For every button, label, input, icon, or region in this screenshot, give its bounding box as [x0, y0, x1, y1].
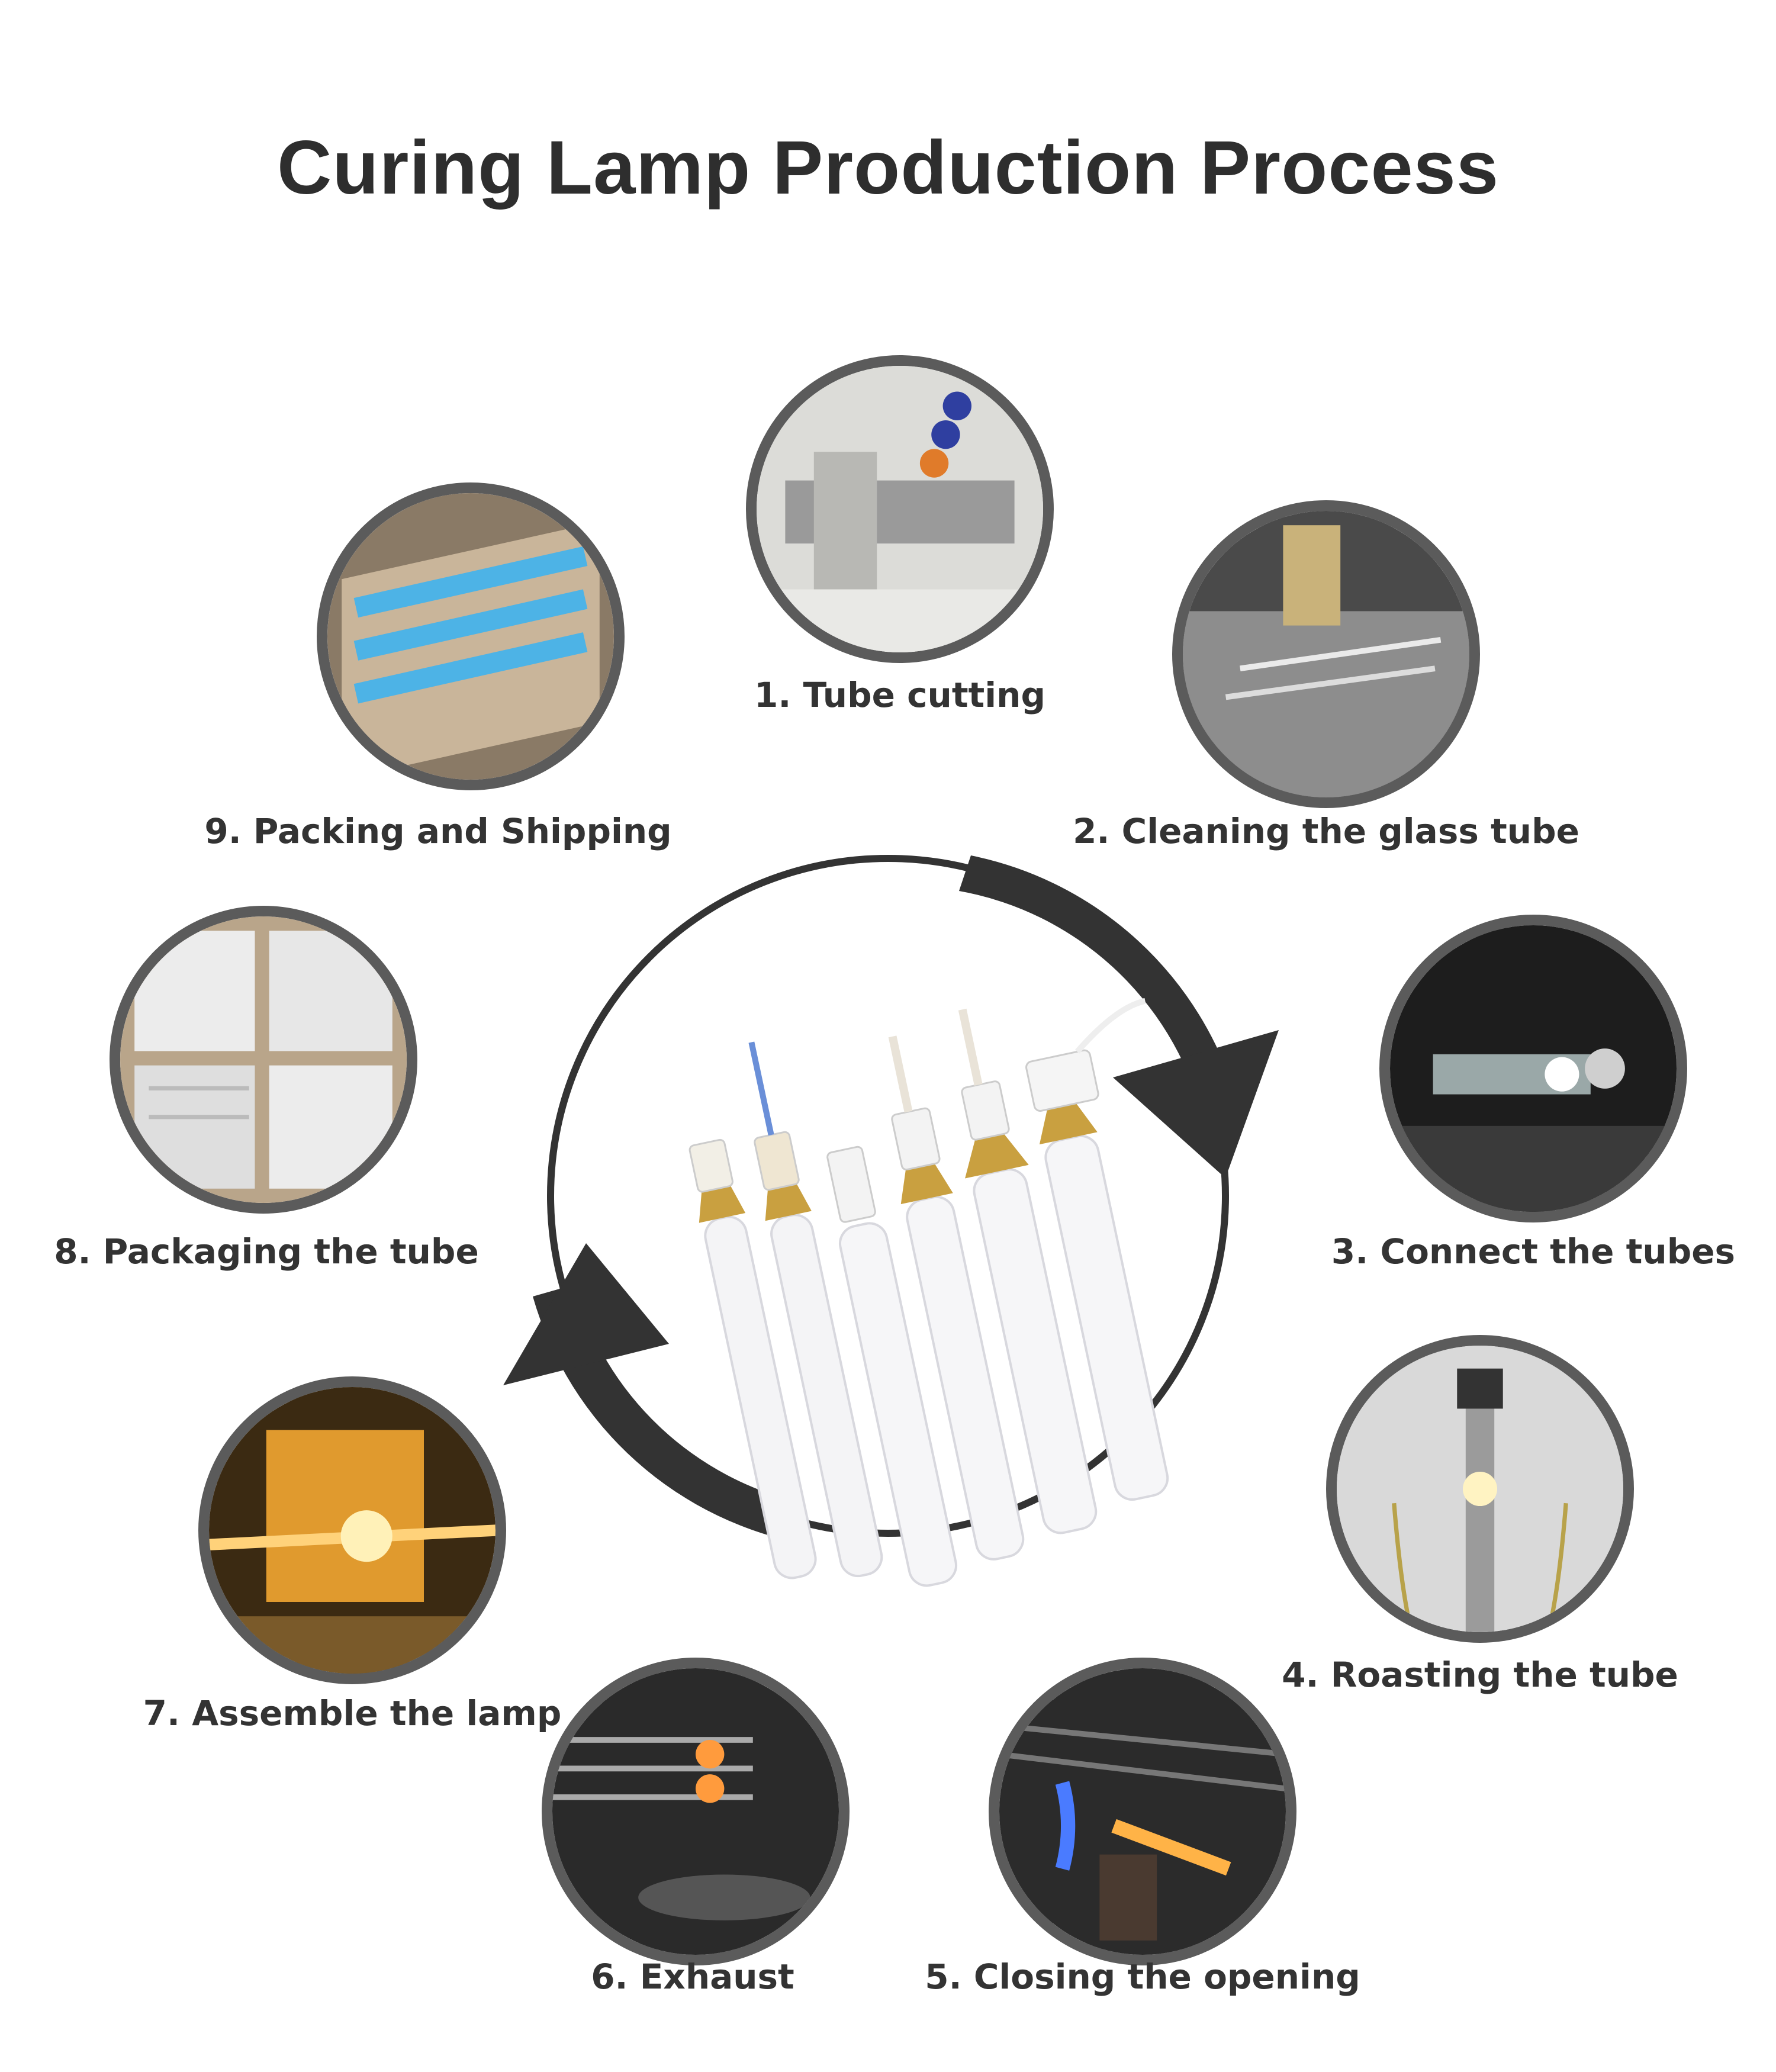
cycle-ring: [547, 855, 1229, 1537]
step-label-8: 8. Packaging the tube: [54, 1231, 479, 1272]
step-label-3: 3. Connect the tubes: [1331, 1231, 1736, 1272]
tube-cutting-photo: [746, 355, 1054, 663]
step-label-1: 1. Tube cutting: [754, 675, 1045, 715]
lamps-illustration: [688, 998, 1169, 1587]
cycle-arrow-top-right: [959, 855, 1237, 1113]
step-label-6: 6. Exhaust: [591, 1957, 794, 1997]
page-title: Curing Lamp Production Process: [276, 126, 1500, 210]
cycle-arrowhead-bottom-left: [503, 1243, 669, 1385]
step-label-9: 9. Packing and Shipping: [204, 811, 672, 851]
cycle-arrowhead-top-right: [1113, 1030, 1279, 1178]
step-label-5: 5. Closing the opening: [925, 1957, 1360, 1997]
connect-tubes-photo: [1379, 915, 1687, 1222]
step-label-7: 7. Assemble the lamp: [143, 1693, 562, 1733]
cycle-arrow-bottom-left: [533, 1285, 811, 1545]
roasting-tube-photo: [1326, 1335, 1634, 1643]
cleaning-glass-tube-photo: [1172, 500, 1480, 808]
packaging-tube-photo: [110, 906, 417, 1214]
step-label-2: 2. Cleaning the glass tube: [1073, 811, 1579, 851]
assemble-lamp-photo: [198, 1376, 506, 1684]
closing-opening-photo: [989, 1658, 1296, 1965]
packing-shipping-photo: [317, 482, 625, 790]
exhaust-photo: [542, 1658, 850, 1965]
step-label-4: 4. Roasting the tube: [1282, 1655, 1678, 1695]
